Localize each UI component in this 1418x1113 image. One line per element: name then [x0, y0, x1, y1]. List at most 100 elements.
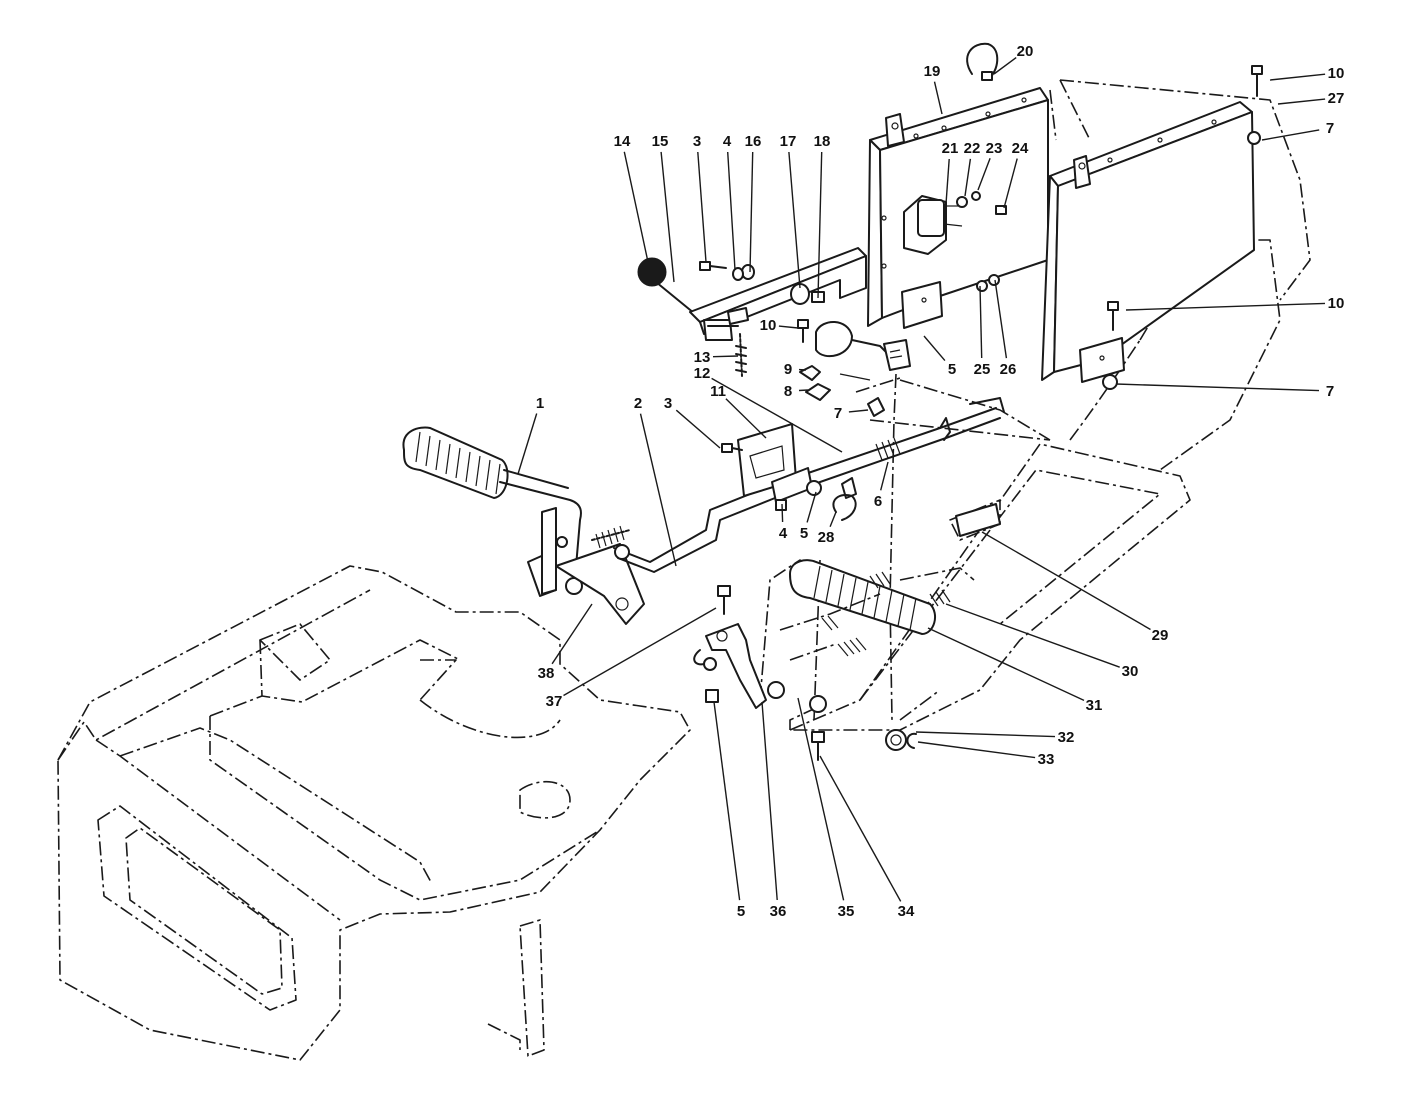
callout-c24: 24	[1012, 140, 1029, 157]
callout-c12: 12	[694, 365, 711, 382]
leader-c13	[712, 355, 739, 358]
left-mounting-bracket	[867, 87, 1049, 329]
callout-c32: 32	[1058, 729, 1075, 746]
callout-c34: 34	[898, 903, 915, 920]
leader-c7c	[848, 409, 869, 413]
callout-c23: 23	[986, 140, 1003, 157]
callout-c13: 13	[694, 349, 711, 366]
callout-c11: 11	[710, 383, 726, 400]
callout-c19: 19	[924, 63, 941, 80]
leader-c17	[788, 151, 801, 289]
callout-c16: 16	[745, 133, 762, 150]
leader-c2	[639, 413, 677, 567]
leader-c26	[994, 279, 1008, 359]
callout-c27: 27	[1328, 90, 1345, 107]
callout-c4a: 4	[723, 133, 732, 150]
leader-c33	[917, 741, 1036, 759]
callout-leaders	[517, 57, 1326, 902]
leader-c37	[563, 607, 717, 697]
leader-c14	[623, 151, 649, 263]
callout-c10c: 10	[760, 317, 777, 334]
callout-c28: 28	[818, 529, 835, 546]
leader-c8	[798, 389, 809, 392]
leader-c10a	[1269, 73, 1326, 81]
leader-c35	[797, 697, 845, 901]
leader-c4b	[781, 503, 784, 523]
leader-c11	[725, 398, 767, 439]
leader-c30	[945, 603, 1120, 668]
callout-c2: 2	[634, 395, 642, 412]
callout-c7a: 7	[1326, 120, 1334, 137]
leader-c21	[945, 158, 950, 205]
leader-c3b	[675, 409, 721, 449]
callout-c21: 21	[942, 140, 959, 157]
leader-c18	[817, 151, 823, 299]
leader-c32	[915, 731, 1056, 738]
callout-c36: 36	[770, 903, 787, 920]
leader-c23	[977, 158, 991, 191]
leader-c25	[979, 285, 983, 359]
callout-c10a: 10	[1328, 65, 1345, 82]
callout-c25: 25	[974, 361, 991, 378]
callout-c17: 17	[780, 133, 797, 150]
leader-c20	[993, 57, 1017, 75]
leader-c5b	[806, 491, 817, 523]
leader-c16	[749, 151, 754, 273]
right-pedal-assembly	[693, 503, 1001, 761]
leader-c36	[761, 701, 778, 901]
right-mounting-bracket	[1041, 101, 1255, 383]
callout-c14: 14	[614, 133, 631, 150]
callout-c18: 18	[814, 133, 831, 150]
callout-c9: 9	[784, 361, 792, 378]
callout-c4b: 4	[779, 525, 788, 542]
leader-c19	[933, 81, 943, 115]
callout-c37: 37	[546, 693, 563, 710]
callout-c6: 6	[874, 493, 882, 510]
callout-c5b: 5	[800, 525, 808, 542]
leader-c27	[1277, 98, 1326, 105]
callout-c8: 8	[784, 383, 792, 400]
seat-switch	[797, 319, 911, 417]
callout-c22: 22	[964, 140, 981, 157]
callout-c15: 15	[652, 133, 669, 150]
chassis-outline	[57, 79, 1311, 1061]
callout-c31: 31	[1086, 697, 1103, 714]
callout-c30: 30	[1122, 663, 1139, 680]
leader-c34	[819, 755, 902, 902]
leader-c22	[964, 158, 972, 197]
callout-c26: 26	[1000, 361, 1017, 378]
leader-c29	[981, 531, 1151, 631]
callout-c10b: 10	[1328, 295, 1345, 312]
leader-c31	[927, 627, 1085, 702]
leader-c1	[517, 413, 538, 475]
callout-c38: 38	[538, 665, 555, 682]
callout-c29: 29	[1152, 627, 1169, 644]
brake-pedal-linkage	[402, 397, 1005, 625]
leader-c10b	[1125, 302, 1326, 311]
leader-c10c	[778, 325, 799, 329]
solenoid-switch	[903, 191, 1007, 292]
leader-c5c	[713, 701, 741, 901]
leader-c3a	[697, 151, 707, 263]
callout-c1: 1	[536, 395, 544, 412]
leader-c38	[551, 603, 593, 665]
clamp-band	[966, 42, 999, 81]
callout-c35: 35	[838, 903, 855, 920]
callout-c5a: 5	[948, 361, 956, 378]
callout-c3b: 3	[664, 395, 672, 412]
leader-c6	[880, 461, 889, 491]
leader-c7a	[1261, 129, 1320, 141]
callout-c7b: 7	[1326, 383, 1334, 400]
leader-c7b	[1115, 383, 1320, 392]
hand-lever-assembly	[637, 247, 867, 377]
callout-c5c: 5	[737, 903, 745, 920]
leader-c4a	[727, 151, 736, 271]
leader-c15	[660, 151, 675, 283]
leader-c5a	[923, 335, 946, 362]
callout-c7c: 7	[834, 405, 842, 422]
leader-c24	[1003, 158, 1018, 209]
leader-c12	[711, 377, 843, 453]
callout-c33: 33	[1038, 751, 1055, 768]
